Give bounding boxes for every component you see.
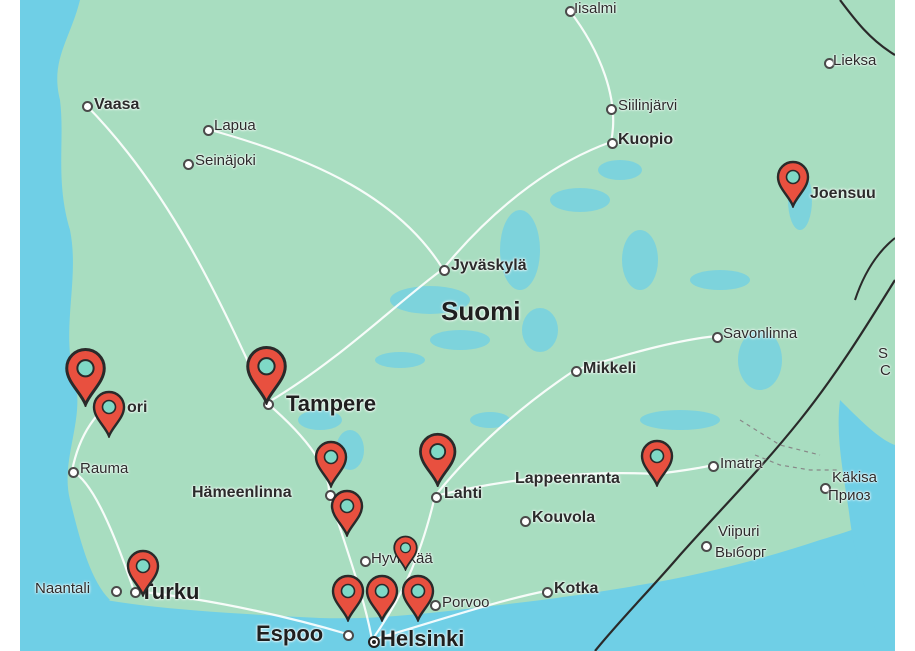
city-label-siilinjarvi: Siilinjärvi: [618, 97, 678, 114]
city-label-kouvola: Kouvola: [532, 509, 596, 526]
city-label-viipuri: Viipuri: [718, 523, 760, 540]
country-label: Suomi: [441, 296, 521, 326]
map-pin-lahti[interactable]: [417, 432, 458, 487]
map-pin-joensuu[interactable]: [775, 160, 811, 208]
city-dot-viipuri: [701, 541, 712, 552]
map-pin-hameenlinna-south[interactable]: [329, 489, 365, 537]
city-label-tampere: Tampere: [286, 391, 377, 416]
city-dot-helsinki: [368, 636, 380, 648]
city-dot-kuopio: [607, 138, 618, 149]
map-pin-pori-large[interactable]: [63, 347, 108, 407]
city-label-seinajoki: Seinäjoki: [195, 152, 256, 169]
city-dot-mikkeli: [571, 366, 582, 377]
map-pin-turku[interactable]: [125, 549, 161, 597]
city-dot-lahti: [431, 492, 442, 503]
city-dot-seinajoki: [183, 159, 194, 170]
city-label-savonlinna: Savonlinna: [723, 325, 798, 342]
map-pin-hameenlinna-north[interactable]: [313, 440, 349, 488]
city-dot-naantali: [111, 586, 122, 597]
city-dot-kouvola: [520, 516, 531, 527]
city-dot-espoo: [343, 630, 354, 641]
city-label-joensuu: Joensuu: [810, 185, 876, 202]
city-dot-porvoo: [430, 600, 441, 611]
city-dot-iisalmi: [565, 6, 576, 17]
city-label-helsinki: Helsinki: [380, 626, 465, 651]
map-pin-espoo[interactable]: [330, 574, 366, 622]
map-pin-vantaa[interactable]: [400, 574, 436, 622]
city-label-pori: ori: [127, 399, 148, 416]
map-pin-pori-small[interactable]: [91, 390, 127, 438]
city-label-iisalmi: Iisalmi: [574, 0, 617, 17]
city-label-kotka: Kotka: [554, 580, 599, 597]
city-label-lappeenranta: Lappeenranta: [515, 470, 620, 487]
map-pin-helsinki[interactable]: [364, 574, 400, 622]
city-label-vyborg: Выборг: [715, 544, 767, 561]
city-label-lieksa: Lieksa: [833, 52, 877, 69]
city-label-priozersk: Приоз: [828, 487, 871, 504]
city-dot-savonlinna: [712, 332, 723, 343]
city-label-rauma: Rauma: [80, 460, 129, 477]
city-dot-rauma: [68, 467, 79, 478]
city-dot-imatra: [708, 461, 719, 472]
city-dot-jyvaskyla: [439, 265, 450, 276]
map-pin-lappeenranta[interactable]: [639, 439, 675, 487]
city-dot-kotka: [542, 587, 553, 598]
city-label-imatra: Imatra: [720, 455, 763, 472]
city-label-espoo: Espoo: [256, 621, 324, 646]
city-dot-hyvinkaa: [360, 556, 371, 567]
city-dot-vaasa: [82, 101, 93, 112]
map-pin-tampere[interactable]: [244, 345, 289, 405]
map-canvas[interactable]: Iisalmi Lieksa Vaasa Lapua Siilinjärvi K…: [20, 0, 895, 651]
city-label-kuopio: Kuopio: [618, 131, 674, 148]
city-dot-siilinjarvi: [606, 104, 617, 115]
map-pin-hyvinkaa[interactable]: [392, 535, 419, 571]
city-dot-turku: [130, 587, 141, 598]
city-label-mikkeli: Mikkeli: [583, 360, 637, 377]
city-label-kakisalmi: Käkisa: [832, 469, 878, 486]
city-label-naantali: Naantali: [35, 580, 91, 597]
city-label-porvoo: Porvoo: [442, 594, 490, 611]
city-label-lapua: Lapua: [214, 117, 256, 134]
city-label-lahti: Lahti: [444, 485, 483, 502]
city-label-jyvaskyla: Jyväskylä: [451, 257, 527, 274]
city-label-edge-s: S: [878, 345, 889, 362]
city-dot-lapua: [203, 125, 214, 136]
city-label-edge-c: C: [880, 362, 891, 379]
map-base: [20, 0, 895, 651]
city-label-vaasa: Vaasa: [94, 96, 140, 113]
city-label-hameenlinna: Hämeenlinna: [192, 484, 292, 501]
city-dot-lieksa: [824, 58, 835, 69]
city-dot-kakisalmi: [820, 483, 831, 494]
